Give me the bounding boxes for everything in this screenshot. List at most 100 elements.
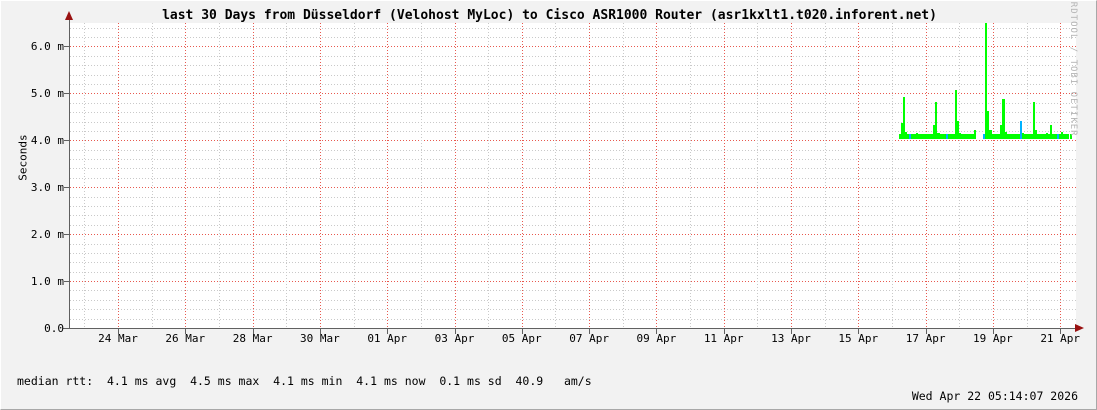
gridline-minor-horizontal <box>70 27 1076 29</box>
y-axis-title: Seconds <box>16 134 30 181</box>
y-axis-arrow-icon <box>65 11 73 20</box>
x-tick-mark <box>252 329 254 334</box>
y-tick-label: 0.0 <box>44 322 64 335</box>
gridline-minor-horizontal <box>70 55 1076 57</box>
data-point <box>1004 131 1007 139</box>
gridline-minor-horizontal <box>70 74 1076 76</box>
gridline-major-vertical <box>1060 23 1062 328</box>
gridline-major-vertical <box>858 23 860 328</box>
data-point <box>991 133 994 139</box>
gridline-minor-vertical <box>420 23 422 328</box>
x-tick-label: 05 Apr <box>501 332 542 345</box>
x-tick-mark <box>319 329 321 334</box>
x-tick-mark <box>656 329 658 334</box>
data-point <box>911 134 914 139</box>
data-point <box>1026 133 1029 139</box>
data-point <box>1008 134 1012 139</box>
gridline-minor-horizontal <box>70 159 1076 161</box>
data-point <box>948 133 951 139</box>
gridline-minor-vertical <box>690 23 692 328</box>
data-point <box>941 134 944 139</box>
data-point <box>904 132 908 139</box>
data-point <box>1052 133 1055 139</box>
data-point <box>1063 133 1066 139</box>
data-point <box>1056 133 1059 139</box>
gridline-major-vertical <box>185 23 187 328</box>
gridline-major-vertical <box>791 23 792 328</box>
data-point <box>1060 132 1063 139</box>
gridline-minor-horizontal <box>70 168 1076 170</box>
y-tick-mark <box>64 187 70 189</box>
plot-area <box>70 23 1076 328</box>
gridline-minor-horizontal <box>70 262 1076 264</box>
gridline-minor-vertical <box>891 23 893 328</box>
data-point <box>985 23 988 139</box>
data-point <box>993 134 996 139</box>
x-tick-label: 24 Mar <box>98 332 138 345</box>
gridline-minor-horizontal <box>70 299 1076 301</box>
gridline-minor-horizontal <box>70 84 1076 85</box>
data-point <box>943 134 947 139</box>
gridline-minor-vertical <box>218 23 220 328</box>
data-point <box>956 120 960 139</box>
timestamp: Wed Apr 22 05:14:07 2026 <box>911 389 1078 403</box>
y-tick-label: 3.0 m <box>30 181 64 195</box>
gridline-major-horizontal <box>70 281 1076 283</box>
gridline-minor-vertical <box>286 23 288 328</box>
data-point <box>952 133 955 139</box>
data-point <box>1000 125 1003 139</box>
gridline-major-vertical <box>589 23 591 328</box>
data-point <box>946 133 949 139</box>
data-point <box>1030 133 1033 139</box>
gridline-minor-vertical <box>555 23 557 328</box>
gridline-major-horizontal <box>70 234 1076 236</box>
y-tick-label: 2.0 m <box>30 228 64 242</box>
page-title: last 30 Days from Düsseldorf (Velohost M… <box>162 8 937 23</box>
data-point <box>917 134 921 139</box>
y-tick-mark <box>64 328 70 329</box>
data-point <box>1019 120 1022 139</box>
data-point <box>963 134 966 139</box>
x-axis-arrow-icon <box>1075 324 1084 332</box>
gridline-minor-horizontal <box>70 215 1076 217</box>
x-tick-label: 09 Apr <box>636 332 677 345</box>
data-point <box>1024 133 1027 139</box>
data-point <box>1011 133 1014 139</box>
gridline-major-vertical <box>454 23 456 328</box>
data-point <box>1047 133 1050 139</box>
gridline-major-vertical <box>992 23 994 328</box>
data-point <box>915 133 918 139</box>
gridline-minor-horizontal <box>70 290 1076 292</box>
gridline-minor-horizontal <box>70 112 1076 114</box>
gridline-major-horizontal <box>70 187 1076 189</box>
data-point <box>1039 134 1042 139</box>
x-tick-label: 07 Apr <box>569 332 609 345</box>
gridline-minor-horizontal <box>70 37 1076 39</box>
data-point <box>1043 133 1046 139</box>
data-point <box>969 134 973 139</box>
x-tick-mark <box>454 329 456 334</box>
data-point <box>1050 125 1053 139</box>
gridline-major-vertical <box>387 23 389 328</box>
data-point <box>982 133 986 139</box>
gridline-minor-horizontal <box>70 243 1076 245</box>
data-point <box>972 133 975 139</box>
y-tick-label: 4.0 m <box>30 134 64 148</box>
x-tick-label: 03 Apr <box>434 332 475 345</box>
data-point <box>1065 134 1068 139</box>
gridline-minor-horizontal <box>70 252 1076 254</box>
x-tick-mark <box>118 329 119 334</box>
rrdtool-watermark: RRDTOOL / TOBI OETIKER <box>1068 0 1078 137</box>
gridline-major-vertical <box>252 23 254 328</box>
data-point <box>928 134 931 139</box>
data-point <box>965 133 968 139</box>
x-tick-mark <box>589 329 591 334</box>
x-tick-label: 30 Mar <box>300 332 340 345</box>
gridline-minor-vertical <box>824 23 826 328</box>
data-point <box>1006 133 1009 139</box>
data-point <box>954 90 957 139</box>
y-tick-mark <box>64 281 70 283</box>
data-point <box>959 133 962 139</box>
data-point <box>900 122 903 139</box>
